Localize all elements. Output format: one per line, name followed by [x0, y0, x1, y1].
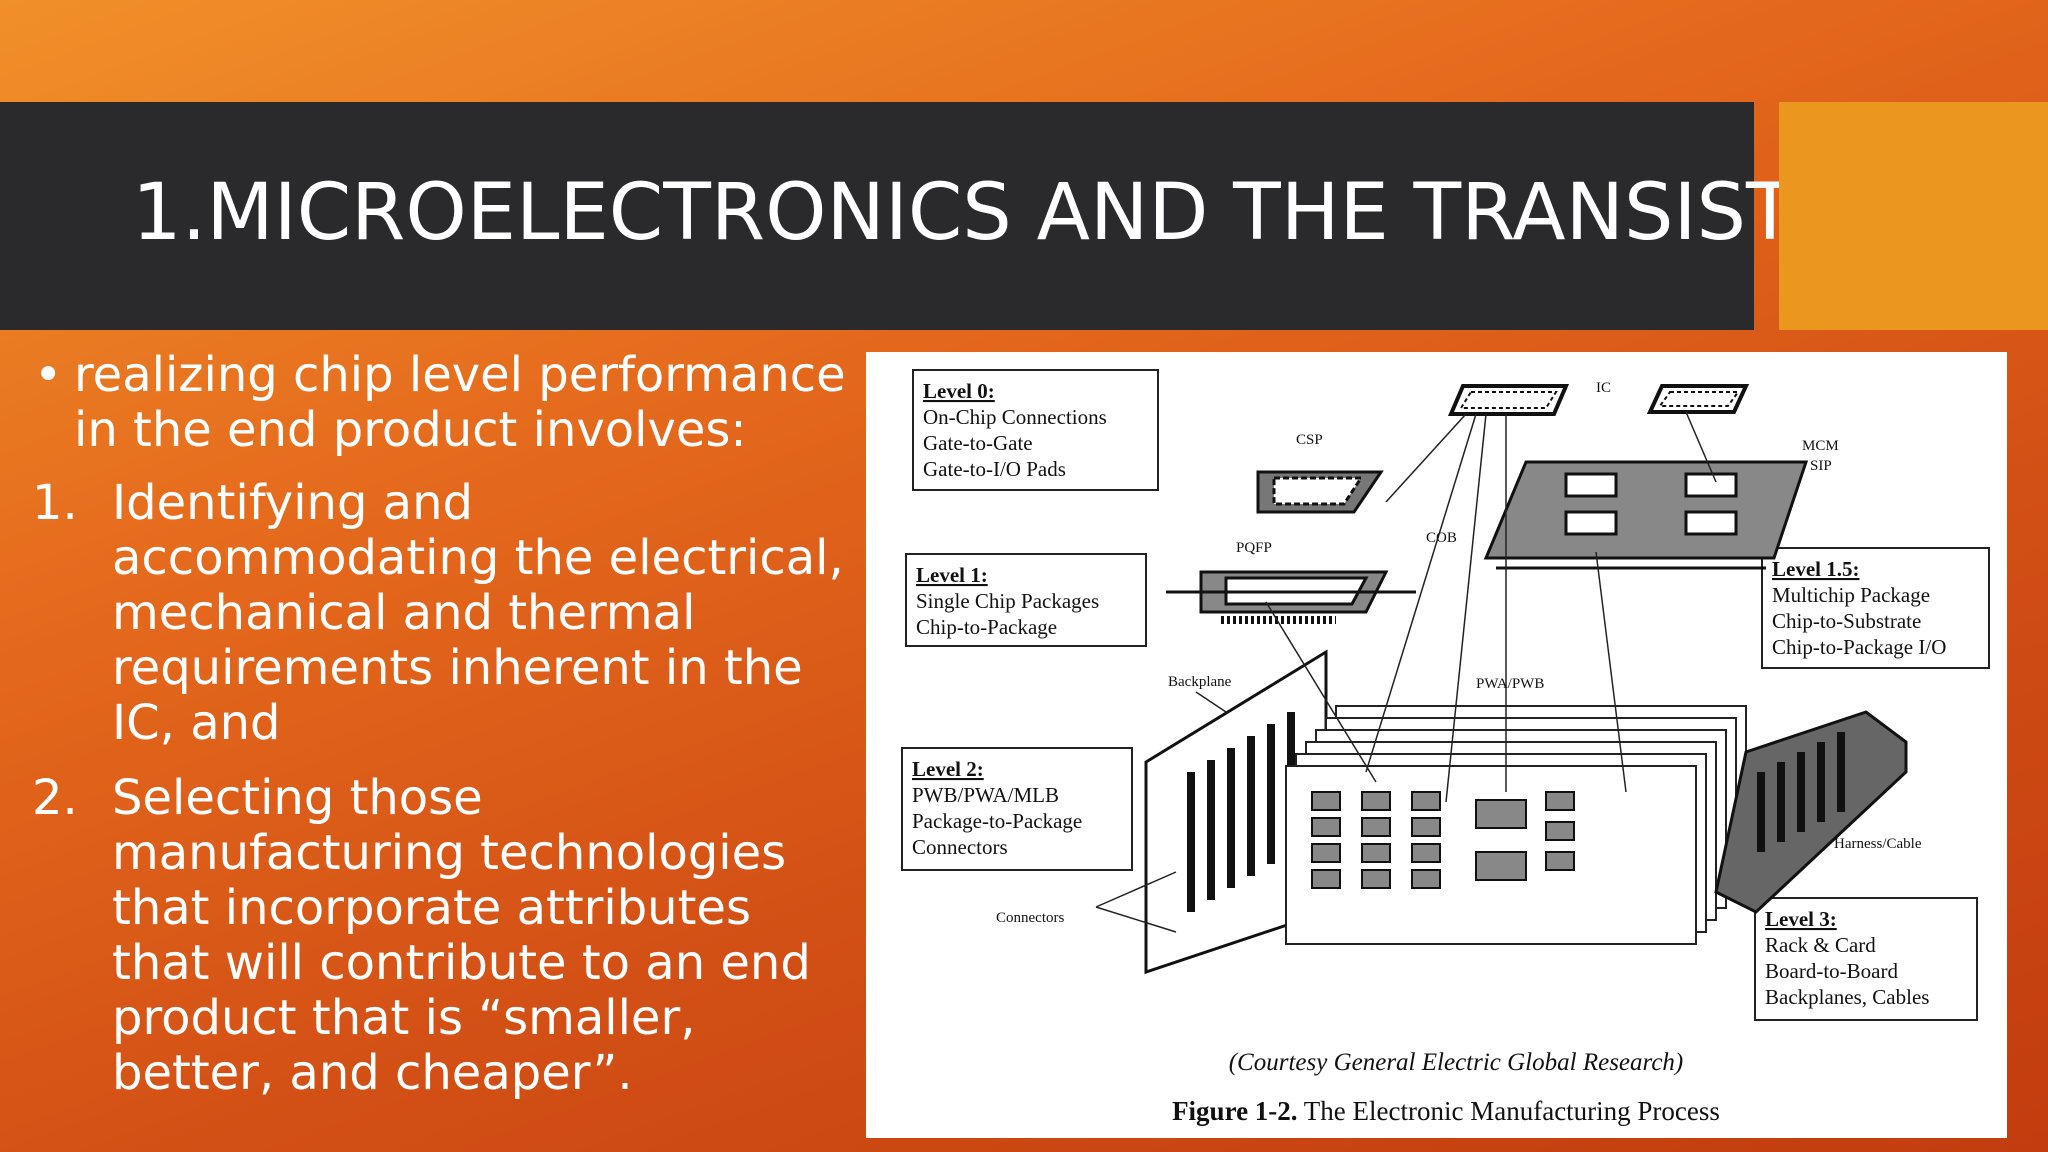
level1-heading: Level 1: — [916, 563, 988, 587]
figure-caption: Figure 1-2. The Electronic Manufacturing… — [1172, 1096, 1720, 1126]
ic-chip-shape — [1447, 384, 1570, 416]
level2-box — [901, 747, 1133, 871]
level15-line: Chip-to-Package I/O — [1772, 635, 1946, 659]
level3-heading: Level 3: — [1765, 907, 1837, 931]
level0-line: On-Chip Connections — [923, 405, 1107, 429]
level3-line: Rack & Card — [1765, 933, 1876, 957]
level2-heading: Level 2: — [912, 757, 984, 781]
level2-line: Package-to-Package — [912, 809, 1082, 833]
level0-line: Gate-to-Gate — [923, 431, 1033, 455]
level3-line: Board-to-Board — [1765, 959, 1898, 983]
pwa-pwb-label: PWA/PWB — [1476, 676, 1544, 692]
level3-line: Backplanes, Cables — [1765, 985, 1929, 1009]
level1-line: Single Chip Packages — [916, 589, 1099, 613]
pqfp-label: PQFP — [1236, 540, 1272, 556]
figure-caption-label: Figure 1-2. — [1172, 1096, 1297, 1126]
connectors-label: Connectors — [996, 910, 1064, 926]
numbered-item-1: 1. Identifying and accommodating the ele… — [30, 476, 850, 751]
bullet-marker: • — [34, 347, 63, 403]
backplane-label: Backplane — [1168, 674, 1232, 690]
accent-block — [1779, 102, 2048, 330]
level15-line: Multichip Package — [1772, 583, 1930, 607]
item-text: Identifying and accommodating the electr… — [112, 475, 844, 751]
level2-line: Connectors — [912, 835, 1008, 859]
figure-courtesy: (Courtesy General Electric Global Resear… — [1229, 1049, 1684, 1076]
title-bar — [0, 102, 1754, 330]
mcm-label: MCM — [1802, 438, 1839, 454]
figure-diagram: Level 0: On-Chip Connections Gate-to-Gat… — [901, 369, 1990, 1126]
level0-heading: Level 0: — [923, 379, 995, 403]
manufacturing-process-figure: Level 0: On-Chip Connections Gate-to-Gat… — [866, 352, 2007, 1138]
sip-label: SIP — [1810, 458, 1832, 474]
slide-title: 1.MICROELECTRONICS AND THE TRANSISTOR — [132, 168, 1910, 258]
level15-box — [1761, 547, 1990, 669]
level0-line: Gate-to-I/O Pads — [923, 457, 1066, 481]
slide-content: • realizing chip level performance in th… — [30, 348, 850, 1121]
harness-label: Harness/Cable — [1834, 836, 1922, 852]
level1-box — [905, 553, 1147, 647]
csp-label: CSP — [1296, 432, 1323, 448]
bullet-text: realizing chip level performance in the … — [74, 347, 846, 458]
item-number: 1. — [32, 475, 78, 531]
item-number: 2. — [32, 770, 78, 826]
item-text: Selecting those manufacturing technologi… — [112, 770, 811, 1101]
level1-line: Chip-to-Package — [916, 615, 1057, 639]
numbered-item-2: 2. Selecting those manufacturing technol… — [30, 771, 850, 1101]
bullet-item: • realizing chip level performance in th… — [30, 348, 850, 458]
level3-box — [1754, 897, 1978, 1021]
level15-line: Chip-to-Substrate — [1772, 609, 1921, 633]
ic-label: IC — [1596, 380, 1611, 396]
level0-box — [912, 369, 1159, 491]
cob-label: COB — [1426, 530, 1457, 546]
level15-heading: Level 1.5: — [1772, 557, 1859, 581]
figure-caption-text: The Electronic Manufacturing Process — [1298, 1096, 1720, 1126]
level2-line: PWB/PWA/MLB — [912, 783, 1059, 807]
